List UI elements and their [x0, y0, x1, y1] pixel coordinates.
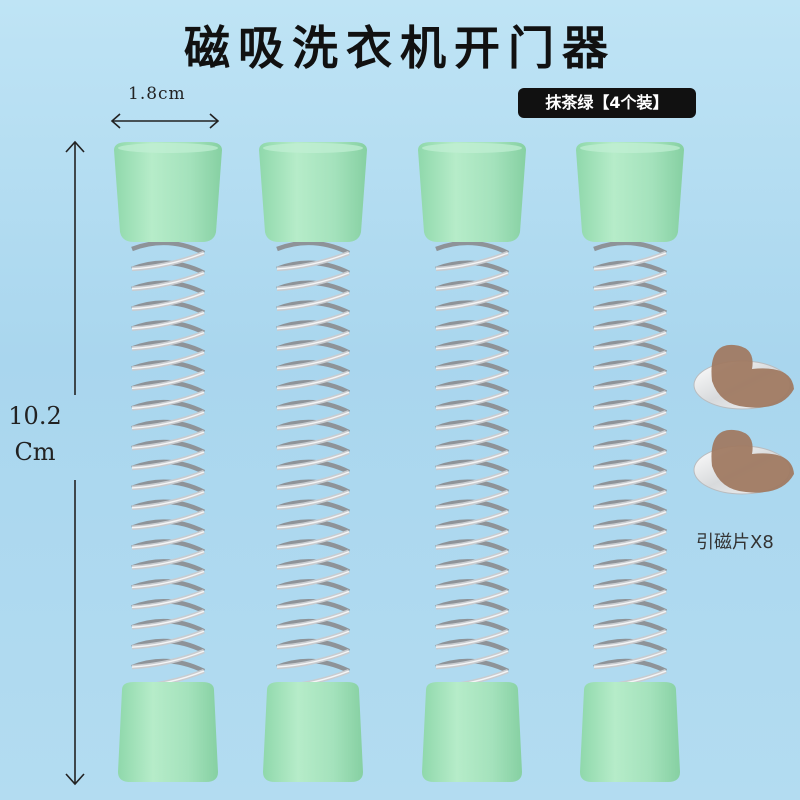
- bottom-cap: [118, 682, 218, 782]
- top-cap: [114, 142, 222, 242]
- height-value: 10.2: [8, 402, 62, 430]
- width-label: 1.8cm: [128, 84, 186, 104]
- spring-icon: [576, 142, 684, 782]
- height-unit: Cm: [14, 438, 56, 466]
- magnet-sheet-icon: [693, 344, 794, 410]
- bottom-cap: [422, 682, 522, 782]
- page-title: 磁吸洗衣机开门器: [184, 21, 616, 75]
- height-label: 10.2 Cm: [0, 398, 70, 470]
- spring-icon: [259, 142, 367, 782]
- spring-icon: [418, 142, 526, 782]
- magnet-sheet-label: 引磁片X8: [696, 532, 774, 553]
- magnet-sheet-icon: [693, 429, 794, 495]
- bottom-cap: [263, 682, 363, 782]
- top-cap: [576, 142, 684, 242]
- height-dimension-arrow: [65, 140, 85, 786]
- bottom-cap: [580, 682, 680, 782]
- top-cap: [418, 142, 526, 242]
- spring-icon: [114, 142, 222, 782]
- top-cap: [259, 142, 367, 242]
- variant-badge: 抹茶绿【4个装】: [518, 88, 696, 118]
- width-dimension-arrow: [110, 113, 220, 129]
